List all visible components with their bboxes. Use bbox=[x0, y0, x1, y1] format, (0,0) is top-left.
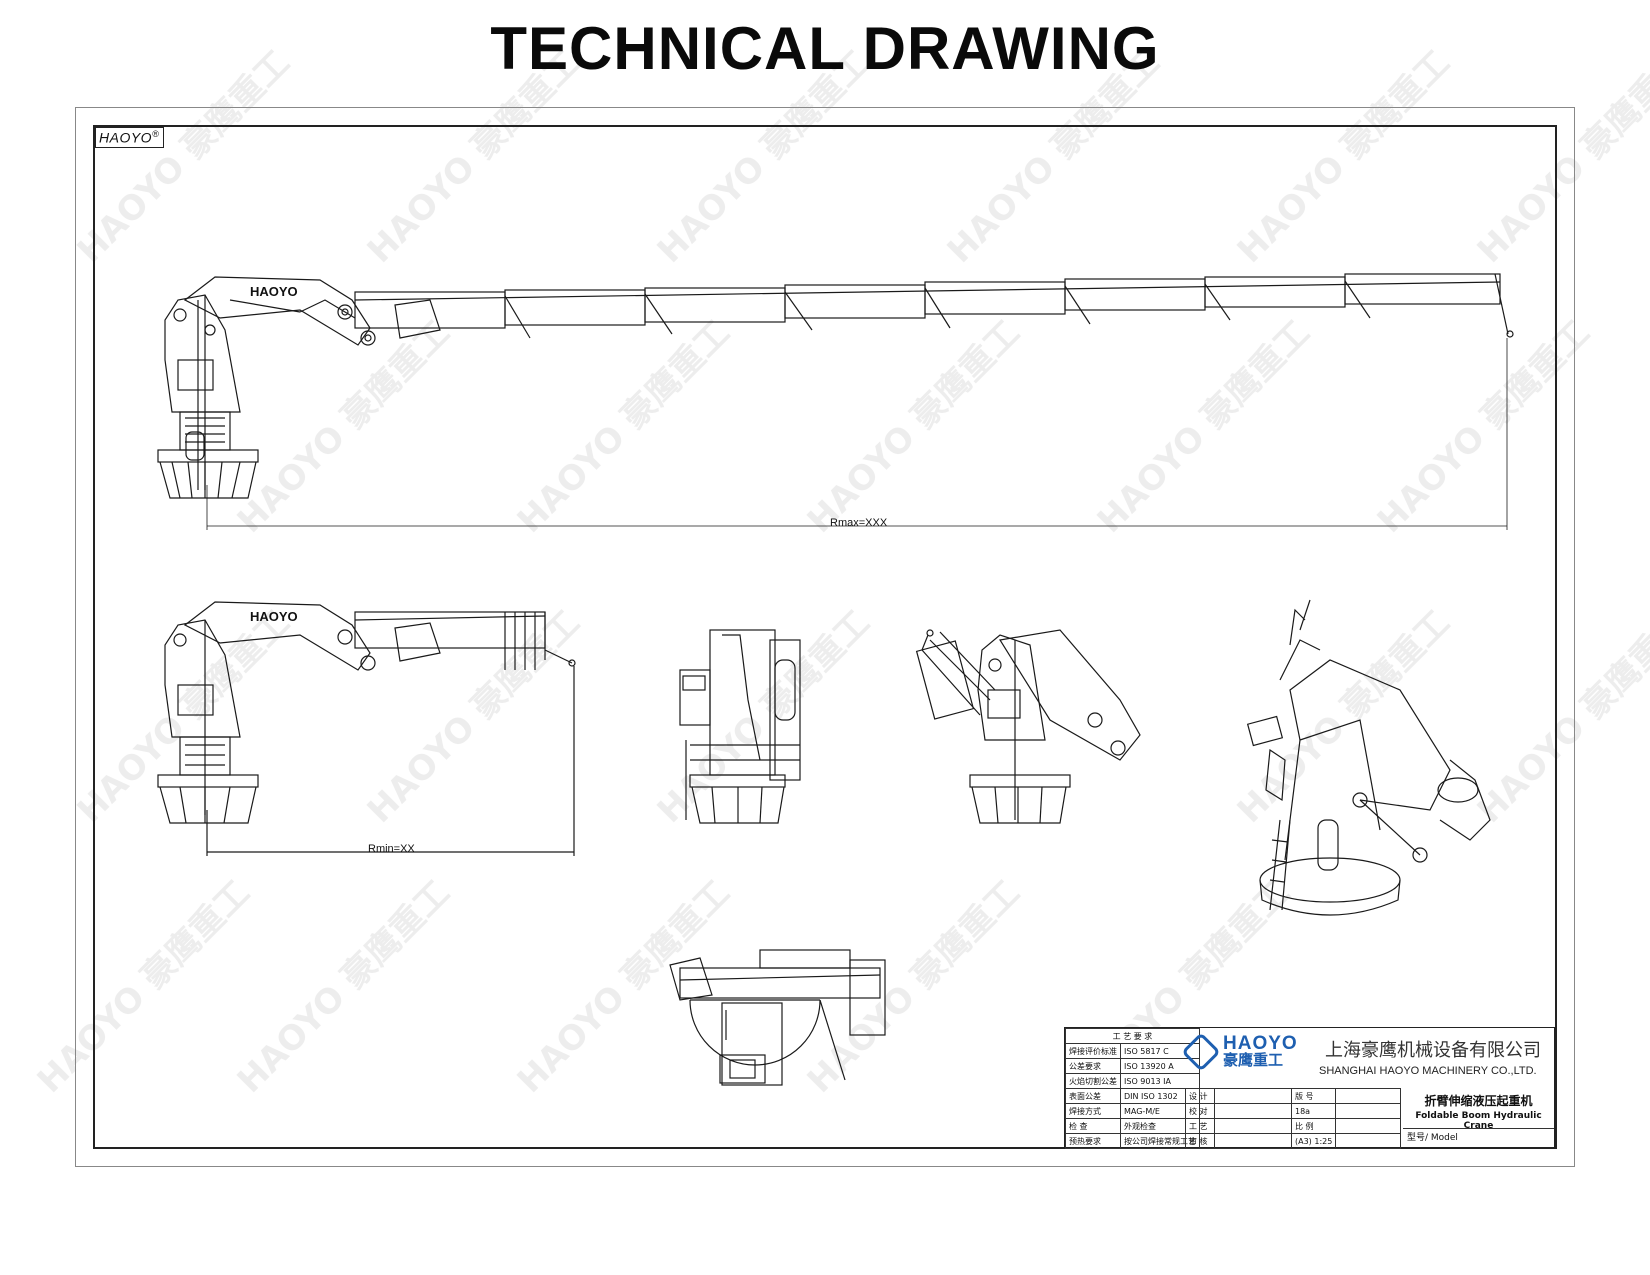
brand-mark-registered: ® bbox=[152, 129, 160, 139]
telescopic-boom bbox=[354, 273, 1514, 339]
req-value: ISO 9013 IA bbox=[1120, 1073, 1200, 1089]
model-field: 型号/ Model bbox=[1403, 1128, 1554, 1147]
rmax-dimension bbox=[206, 338, 1508, 530]
req-label: 公差要求 bbox=[1065, 1058, 1121, 1074]
approval-table: 设 计 版 号 校 对 18a 工 艺 比 例 审 核 (A3) 1:25 bbox=[1185, 1088, 1401, 1149]
crane-column bbox=[164, 294, 241, 490]
product-info: 折臂伸缩液压起重机 Foldable Boom Hydraulic Crane … bbox=[1403, 1088, 1554, 1147]
boom-brand-label-retracted: HAOYO bbox=[250, 609, 298, 624]
brand-mark-text: HAOYO bbox=[99, 129, 153, 146]
req-label: 检 查 bbox=[1065, 1118, 1121, 1134]
view-extended-boom: HAOYO Rmax=XXX bbox=[157, 273, 1514, 530]
view-retracted-boom: HAOYO Rmin=XX bbox=[157, 601, 576, 856]
company-logo: HAOYO 豪鹰重工 bbox=[1181, 1032, 1298, 1072]
view-isometric bbox=[1246, 599, 1491, 916]
field-label: 比 例 bbox=[1290, 1118, 1337, 1134]
req-label: 火焰切割公差 bbox=[1065, 1073, 1121, 1089]
view-folded-side bbox=[915, 629, 1141, 824]
req-label: 焊接评价标准 bbox=[1065, 1043, 1121, 1059]
boom-brand-label: HAOYO bbox=[250, 284, 298, 299]
rmin-label: Rmin=XX bbox=[368, 843, 415, 855]
view-front bbox=[679, 629, 801, 824]
product-name-cn: 折臂伸缩液压起重机 bbox=[1424, 1094, 1533, 1108]
company-name-en: SHANGHAI HAOYO MACHINERY CO.,LTD. bbox=[1319, 1065, 1537, 1077]
company-name-cn: 上海豪鹰机械设备有限公司 bbox=[1325, 1040, 1541, 1061]
req-label: 表面公差 bbox=[1065, 1088, 1121, 1104]
field-value: 18a bbox=[1290, 1103, 1337, 1119]
page-title: TECHNICAL DRAWING bbox=[490, 15, 1160, 82]
logo-hexagon-icon bbox=[1181, 1032, 1221, 1072]
req-label: 预热要求 bbox=[1065, 1133, 1121, 1149]
crane-base bbox=[157, 411, 259, 499]
rmax-label: Rmax=XXX bbox=[830, 517, 888, 529]
role-label: 设 计 bbox=[1185, 1088, 1215, 1104]
sheet-outer-border bbox=[75, 107, 1575, 1167]
product-name-en: Foldable Boom Hydraulic Crane bbox=[1415, 1111, 1542, 1131]
field-value: (A3) 1:25 bbox=[1290, 1133, 1337, 1149]
sheet-inner-border bbox=[93, 125, 1557, 1149]
req-label: 焊接方式 bbox=[1065, 1103, 1121, 1119]
logo-text-cn: 豪鹰重工 bbox=[1223, 1051, 1284, 1069]
role-label: 校 对 bbox=[1185, 1103, 1215, 1119]
role-label: 工 艺 bbox=[1185, 1118, 1215, 1134]
brand-mark: HAOYO® bbox=[95, 127, 165, 148]
role-label: 审 核 bbox=[1185, 1133, 1215, 1149]
field-label: 版 号 bbox=[1290, 1088, 1337, 1104]
process-header: 工 艺 要 求 bbox=[1065, 1028, 1200, 1044]
view-top bbox=[669, 949, 886, 1086]
logo-text-en: HAOYO bbox=[1223, 1033, 1298, 1054]
